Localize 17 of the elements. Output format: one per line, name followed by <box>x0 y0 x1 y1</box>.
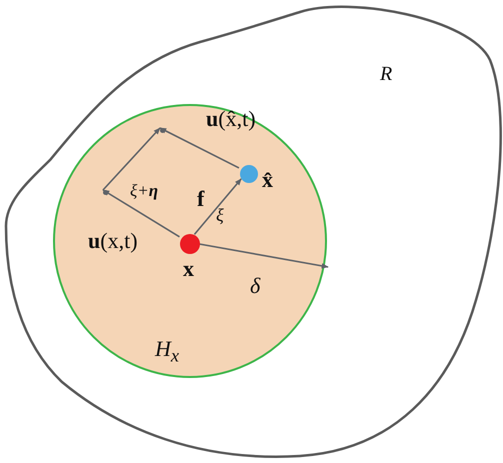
arrow <box>194 178 242 235</box>
edge-label: ξ <box>216 206 224 224</box>
region-label: R <box>380 64 392 84</box>
point-label: x̂ <box>262 169 273 191</box>
arrow <box>198 242 329 269</box>
vector-label: f <box>197 188 204 210</box>
edge-label: ξ+η <box>130 182 158 199</box>
region-label: H$_{x}$ <box>155 338 180 365</box>
edge-label: δ <box>250 275 260 297</box>
point-label: x <box>183 258 194 280</box>
vertex-point <box>102 190 108 194</box>
arrow <box>102 127 161 191</box>
vertex-point <box>160 128 164 132</box>
edge-label: u(x,t) <box>88 230 138 252</box>
edge-label: u(x̂,t) <box>206 108 256 130</box>
arrow <box>159 127 240 169</box>
arrow <box>102 189 180 238</box>
